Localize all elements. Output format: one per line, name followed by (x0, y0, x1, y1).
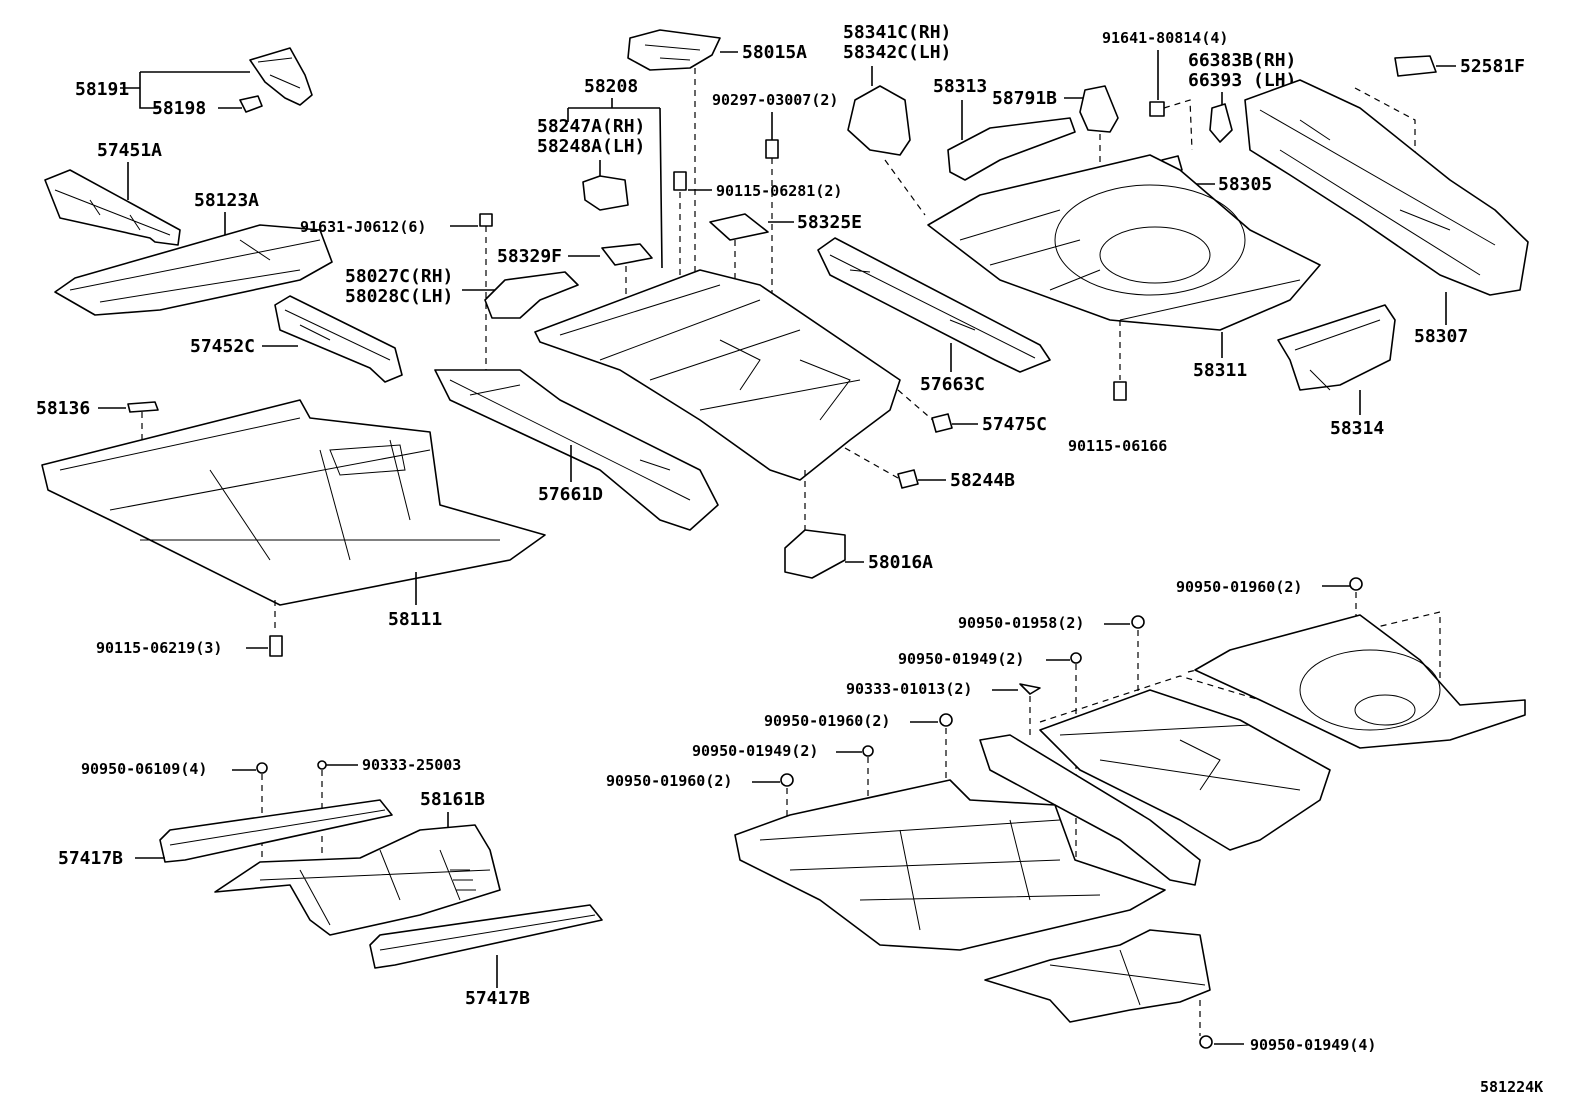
label-91631-J0612: 91631-J0612(6) (300, 218, 426, 236)
label-52581F: 52581F (1460, 56, 1525, 77)
label-90950-01949-a: 90950-01949(2) (898, 650, 1024, 668)
label-90950-01960-c: 90950-01960(2) (606, 772, 732, 790)
label-90950-01960-b: 90950-01960(2) (764, 712, 890, 730)
part-assembled-side-rail-drawing (979, 734, 1201, 886)
label-58314: 58314 (1330, 418, 1384, 439)
label-58198: 58198 (152, 98, 206, 119)
label-58305: 58305 (1218, 174, 1272, 195)
part-assembled-center-floor-drawing (1039, 689, 1331, 851)
label-58027C: 58027C(RH) (345, 266, 453, 287)
label-57663C: 57663C (920, 374, 985, 395)
part-57451A-drawing (44, 169, 181, 246)
part-57452C-drawing (274, 295, 403, 383)
label-58016A: 58016A (868, 552, 933, 573)
part-58027C-drawing (484, 271, 579, 319)
part-assembled-rear-floor-drawing (1194, 614, 1526, 749)
part-58791B-drawing (1079, 85, 1119, 133)
label-57417B-top: 57417B (58, 848, 123, 869)
part-58161B-drawing (214, 824, 501, 936)
part-center-floor-drawing (534, 269, 901, 481)
label-58791B: 58791B (992, 88, 1057, 109)
label-90115-06281: 90115-06281(2) (716, 182, 842, 200)
part-57417B-bottom-drawing (369, 904, 603, 969)
part-57663C-drawing (817, 237, 1051, 373)
label-66393: 66393 (LH) (1188, 70, 1296, 91)
label-58325E: 58325E (797, 212, 862, 233)
label-58123A: 58123A (194, 190, 259, 211)
part-58015A-drawing (627, 29, 721, 71)
part-58311-drawing (927, 154, 1321, 331)
label-58342C: 58342C(LH) (843, 42, 951, 63)
label-57451A: 57451A (97, 140, 162, 161)
part-58191-drawing (239, 47, 313, 113)
label-58313: 58313 (933, 76, 987, 97)
part-58313-drawing (947, 117, 1076, 181)
label-57417B-bottom: 57417B (465, 988, 530, 1009)
label-90950-01960-a: 90950-01960(2) (1176, 578, 1302, 596)
label-90950-01949-b: 90950-01949(2) (692, 742, 818, 760)
label-57475C: 57475C (982, 414, 1047, 435)
label-58208: 58208 (584, 76, 638, 97)
part-58307-drawing (1244, 79, 1529, 296)
label-58248A: 58248A(LH) (537, 136, 645, 157)
part-58111-drawing (41, 399, 546, 606)
label-66383B: 66383B(RH) (1188, 50, 1296, 71)
label-58028C: 58028C(LH) (345, 286, 453, 307)
part-58341C-drawing (847, 85, 911, 156)
part-58123A-drawing (54, 224, 333, 316)
label-90950-01949-c: 90950-01949(4) (1250, 1036, 1376, 1054)
label-58161B: 58161B (420, 789, 485, 810)
label-91641-80814: 91641-80814(4) (1102, 29, 1228, 47)
diagram-reference-code: 581224K (1480, 1078, 1543, 1096)
part-58247A-drawing (582, 175, 629, 211)
label-58015A: 58015A (742, 42, 807, 63)
label-57452C: 57452C (190, 336, 255, 357)
label-58136: 58136 (36, 398, 90, 419)
label-90115-06166: 90115-06166 (1068, 437, 1167, 455)
label-58191: 58191 (75, 79, 129, 100)
label-57661D: 57661D (538, 484, 603, 505)
part-57417B-top-drawing (159, 799, 393, 863)
label-90950-01958: 90950-01958(2) (958, 614, 1084, 632)
label-58244B: 58244B (950, 470, 1015, 491)
label-58111: 58111 (388, 609, 442, 630)
part-assembled-front-bracket-drawing (984, 929, 1211, 1023)
label-58341C: 58341C(RH) (843, 22, 951, 43)
part-58314-drawing (1277, 304, 1396, 391)
label-58307: 58307 (1414, 326, 1468, 347)
label-90115-06219: 90115-06219(3) (96, 639, 222, 657)
part-57661D-drawing (434, 369, 719, 531)
label-90333-01013: 90333-01013(2) (846, 680, 972, 698)
label-90333-25003: 90333-25003 (362, 756, 461, 774)
label-90950-06109: 90950-06109(4) (81, 760, 207, 778)
label-58311: 58311 (1193, 360, 1247, 381)
part-58016A-drawing (784, 529, 846, 579)
label-58247A: 58247A(RH) (537, 116, 645, 137)
label-58329F: 58329F (497, 246, 562, 267)
part-assembled-front-floor-drawing (734, 779, 1166, 951)
label-90297-03007: 90297-03007(2) (712, 91, 838, 109)
